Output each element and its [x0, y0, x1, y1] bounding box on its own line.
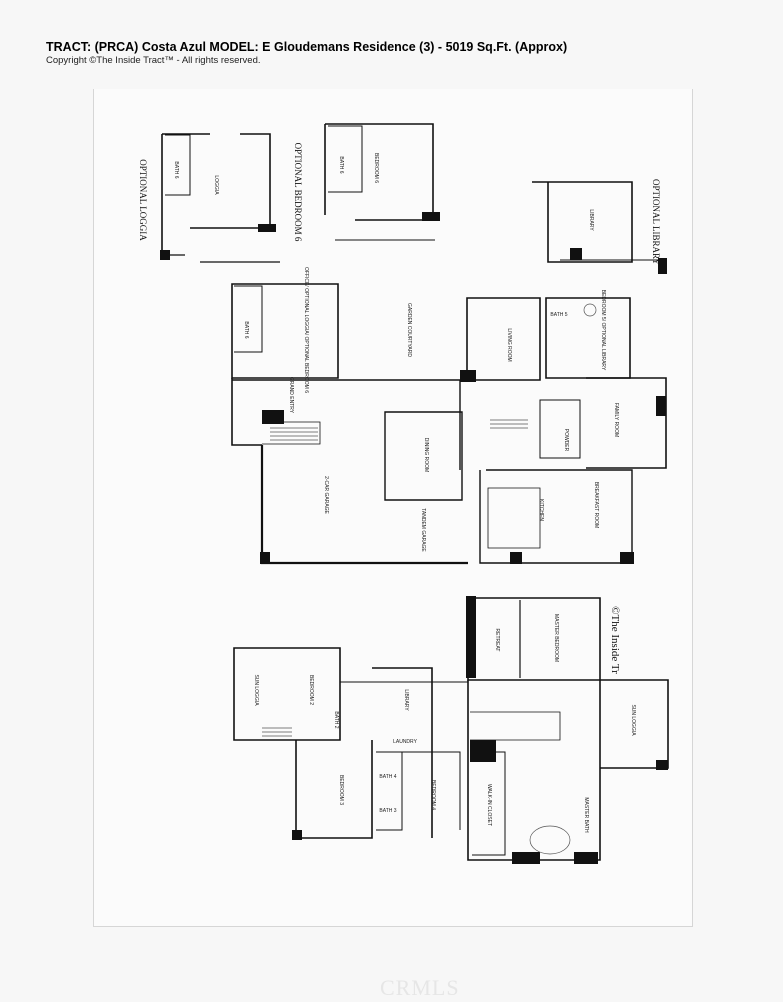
room-master-bath-label: MASTER BATH: [583, 797, 589, 833]
room-bath2-label: BATH 2: [333, 711, 339, 728]
room-grand-entry-label: GRAND ENTRY: [288, 377, 294, 414]
room-bath6-label: BATH 6: [243, 321, 249, 338]
room-library2-label: LIBRARY: [403, 689, 409, 711]
room-bath5-label: BATH 5: [550, 312, 567, 318]
room-tandem-garage-label: TANDEM GARAGE: [420, 508, 426, 552]
room-bath6-optional-label: BATH 6: [173, 161, 179, 178]
room-kitchen-label: KITCHEN: [538, 499, 544, 521]
optional-bedroom6-title: OPTIONAL BEDROOM 6: [293, 143, 303, 242]
room-laundry-label: LAUNDRY: [393, 739, 417, 745]
room-bath4-label: BATH 4: [379, 774, 396, 780]
room-garage-label: 2-CAR GARAGE: [323, 476, 329, 514]
room-library-optional-label: LIBRARY: [588, 209, 594, 231]
stairs: [262, 303, 597, 855]
room-dining-room-label: DINING ROOM: [423, 438, 429, 472]
room-bedroom2-label: BEDROOM 2: [308, 675, 314, 705]
room-bedroom4-label: BEDROOM 4: [430, 780, 436, 810]
optional-loggia-title: OPTIONAL LOGGIA: [138, 159, 148, 241]
room-bedroom6-optional-label: BEDROOM 6: [373, 153, 379, 183]
room-sun-loggia-label: SUN LOGGIA: [253, 674, 259, 706]
room-living-room-label: LIVING ROOM: [506, 328, 512, 361]
room-office-label: OFFICE/ OPTIONAL LOGGIA/ OPTIONAL BEDROO…: [303, 267, 309, 393]
optional-library-title: OPTIONAL LIBRARY: [651, 179, 661, 265]
room-retreat-label: RETREAT: [494, 629, 500, 652]
wall-posts: [160, 212, 668, 864]
room-walkin-closet-label: WALK-IN CLOSET: [486, 784, 492, 826]
room-bath6b-label: BATH 6: [338, 156, 344, 173]
room-bath3-label: BATH 3: [379, 808, 396, 814]
room-bedroom5-label: BEDROOM 5/ OPTIONAL LIBRARY: [600, 290, 606, 371]
side-copyright-credit: ©The Inside Tr: [609, 606, 621, 674]
room-master-bedroom-label: MASTER BEDROOM: [553, 614, 559, 662]
room-bedroom3-label: BEDROOM 3: [338, 775, 344, 805]
plan-walls: [161, 123, 669, 861]
room-garden-courtyard-label: GARDEN COURTYARD: [406, 303, 412, 357]
room-sun-loggia-2-label: SUN LOGGIA: [630, 704, 636, 736]
room-breakfast-room-label: BREAKFAST ROOM: [593, 482, 599, 528]
room-family-room-label: FAMILY ROOM: [613, 403, 619, 437]
document-header: TRACT: (PRCA) Costa Azul MODEL: E Gloude…: [46, 40, 746, 66]
room-powder-label: POWDER: [563, 429, 569, 452]
copyright-notice: Copyright ©The Inside Tract™ - All right…: [46, 55, 261, 66]
document-title: TRACT: (PRCA) Costa Azul MODEL: E Gloude…: [46, 40, 568, 54]
watermark: CRMLS: [380, 975, 460, 1000]
room-loggia-label: LOGGIA: [213, 175, 219, 195]
